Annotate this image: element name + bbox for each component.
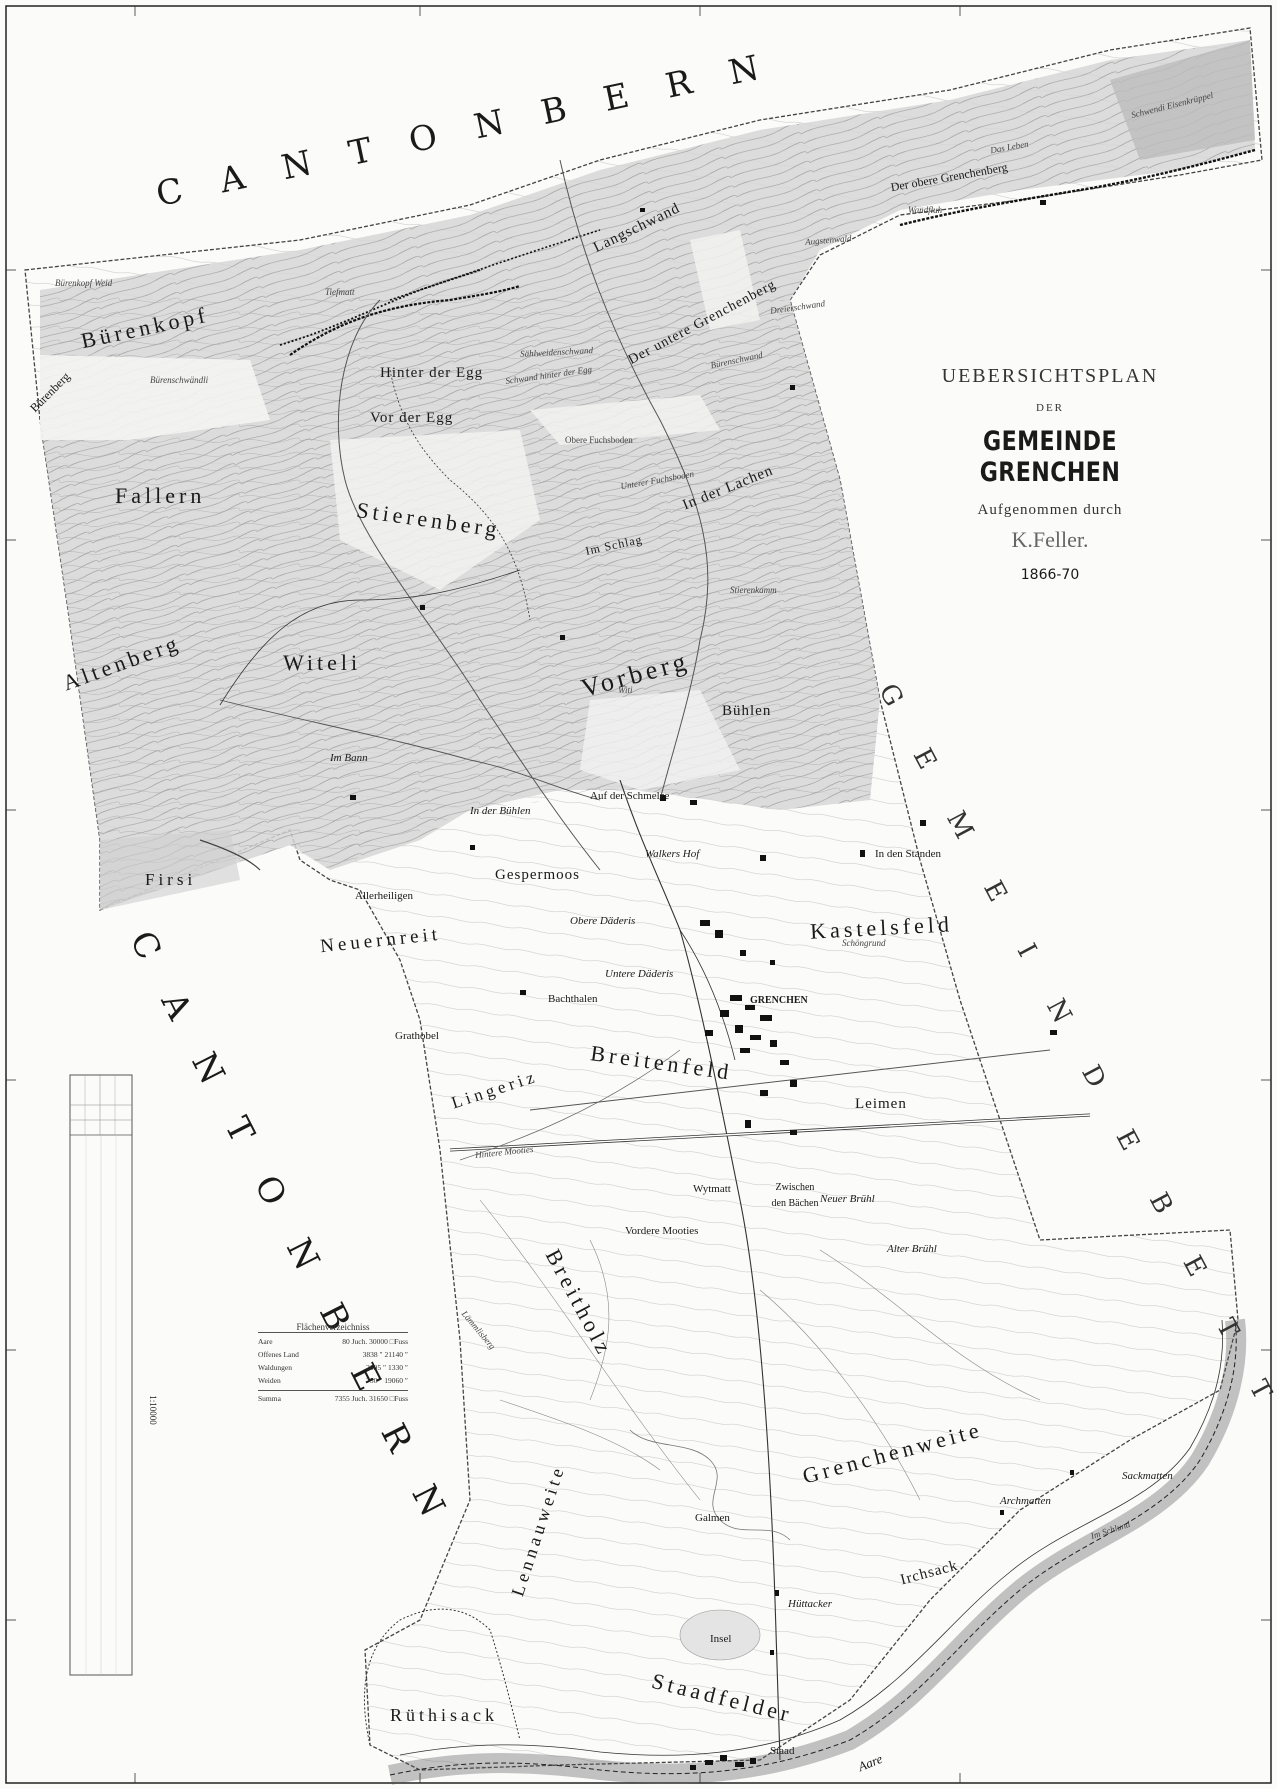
legend-row-label: Weiden: [258, 1376, 281, 1385]
field-road: [499, 1399, 661, 1471]
railway: [449, 1114, 1091, 1151]
clearing: [580, 690, 740, 790]
place-alter-bruhl[interactable]: Alter Brühl: [887, 1243, 937, 1255]
place-archmatten[interactable]: Archmatten: [1000, 1495, 1051, 1507]
place-staad[interactable]: Staad: [770, 1745, 795, 1757]
clearing: [100, 830, 240, 910]
main-road: [619, 779, 781, 1761]
place-witeli[interactable]: Witeli: [283, 650, 362, 675]
place-burenschwandli: Bürenschwändli: [150, 375, 209, 385]
road: [679, 929, 736, 1061]
road: [389, 369, 531, 621]
clearing: [690, 230, 760, 330]
pasture-area: [1110, 40, 1255, 160]
cliff-line: [279, 269, 481, 346]
place-tiefmatt: Tiefmatt: [325, 287, 355, 297]
place-insel[interactable]: Insel: [710, 1633, 732, 1645]
place-schongrund: Schöngrund: [842, 938, 886, 948]
legend-sum-row: Summa 7355 Juch. 31650 □Fuss: [258, 1390, 408, 1403]
place-vor-der-egg[interactable]: Vor der Egg: [370, 410, 454, 426]
area-table-legend: Flächenverzeichniss Aare 80 Juch. 30000 …: [258, 1322, 408, 1407]
place-obere-daderis[interactable]: Obere Däderis: [570, 915, 636, 927]
place-witi: Witi: [618, 685, 633, 695]
legend-title: Flächenverzeichniss: [258, 1322, 408, 1333]
legend-sum-label: Summa: [258, 1394, 281, 1403]
cartouche-years: 1866-70: [1020, 567, 1080, 583]
legend-row: Weiden 750 ″ 19060 ″: [258, 1376, 408, 1385]
place-sackmatten[interactable]: Sackmatten: [1122, 1470, 1173, 1482]
place-firsi[interactable]: Firsi: [145, 870, 197, 889]
clearing: [330, 430, 540, 590]
place-grathobel[interactable]: Grathobel: [395, 1030, 439, 1042]
legend-row: Offenes Land 3838 ″ 21140 ″: [258, 1350, 408, 1359]
cartouche-surveyor: K.Feller.: [1011, 527, 1089, 552]
legend-row-value: 3838 ″ 21140 ″: [362, 1350, 408, 1359]
place-zwischen-den-bachen[interactable]: Zwischen den Bächen: [771, 1182, 819, 1209]
legend-row-label: Waldungen: [258, 1363, 292, 1372]
place-vordere-mooties[interactable]: Vordere Mooties: [625, 1225, 699, 1237]
legend-row: Aare 80 Juch. 30000 □Fuss: [258, 1337, 408, 1346]
cartouche-der: DER: [1036, 402, 1064, 414]
place-im-bann[interactable]: Im Bann: [330, 752, 368, 764]
settlement-grenchen: [660, 795, 1057, 1135]
legend-row: Waldungen 2695 ″ 1330 ″: [258, 1363, 408, 1372]
place-gespermoos[interactable]: Gespermoos: [495, 867, 580, 883]
legend-row-value: 80 Juch. 30000 □Fuss: [342, 1337, 408, 1346]
place-walkers-hof[interactable]: Walkers Hof: [645, 848, 700, 860]
field-road: [589, 1239, 610, 1401]
oxbow-boundary: [363, 1608, 521, 1746]
scattered-farms: [350, 200, 1074, 1655]
place-obere-fuchsboden: Obere Fuchsboden: [565, 435, 633, 445]
place-buhlen[interactable]: Bühlen: [722, 703, 772, 719]
place-bachthalen[interactable]: Bachthalen: [548, 993, 598, 1005]
place-allerheiligen[interactable]: Allerheiligen: [355, 890, 414, 902]
legend-row-value: 2695 ″ 1330 ″: [366, 1363, 408, 1372]
place-wytmatt[interactable]: Wytmatt: [693, 1183, 731, 1195]
cartouche-surveyed-by: Aufgenommen durch: [977, 502, 1123, 518]
stream: [199, 839, 261, 871]
cliff-line: [899, 148, 1256, 227]
place-untere-daderis[interactable]: Untere Däderis: [605, 968, 674, 980]
road: [219, 569, 521, 706]
place-hinter-der-egg[interactable]: Hinter der Egg: [380, 365, 484, 381]
legend-row-label: Offenes Land: [258, 1350, 299, 1359]
cliff-line: [289, 284, 521, 356]
place-burenkopf-weid: Bürenkopf Weid: [55, 278, 113, 288]
stream: [559, 159, 709, 801]
place-fallern[interactable]: Fallern: [115, 483, 206, 508]
place-galmen[interactable]: Galmen: [695, 1512, 730, 1524]
stream: [629, 1429, 791, 1541]
cartouche-municipality-name: GEMEINDE GRENCHEN: [979, 426, 1121, 488]
place-stierenkamm: Stierenkamm: [730, 585, 777, 595]
stream: [219, 699, 601, 801]
insel-marsh: [679, 1609, 761, 1661]
cartouche-title: UEBERSICHTSPLAN: [941, 365, 1159, 387]
place-in-der-buhlen[interactable]: In der Bühlen: [470, 805, 531, 817]
clearing: [40, 355, 270, 440]
place-wandfluh: Wandfluh: [908, 205, 943, 215]
legend-sum-value: 7355 Juch. 31650 □Fuss: [334, 1394, 408, 1403]
scale-ratio-label: 1:10000: [147, 1395, 158, 1425]
legend-row-label: Aare: [258, 1337, 273, 1346]
stream: [337, 299, 601, 871]
place-grenchen[interactable]: GRENCHEN: [750, 995, 808, 1006]
field-road: [759, 1289, 921, 1501]
place-huttacker[interactable]: Hüttacker: [788, 1598, 832, 1610]
field-road: [479, 1199, 701, 1501]
settlement-staad: [690, 1755, 756, 1770]
clearing: [530, 395, 720, 445]
neat-line: [5, 5, 1272, 1784]
map-title-cartouche: UEBERSICHTSPLAN DER GEMEINDE GRENCHEN Au…: [880, 365, 1220, 583]
road: [459, 1049, 681, 1161]
field-road: [819, 1249, 1041, 1401]
legend-row-value: 750 ″ 19060 ″: [366, 1376, 408, 1385]
place-in-den-standen[interactable]: In den Standen: [875, 848, 941, 860]
place-auf-der-schmelze[interactable]: Auf der Schmelze: [590, 790, 670, 802]
place-neuer-bruhl[interactable]: Neuer Brühl: [820, 1193, 875, 1205]
place-ruthisack[interactable]: Rüthisack: [390, 1705, 498, 1725]
place-leimen[interactable]: Leimen: [855, 1096, 907, 1112]
